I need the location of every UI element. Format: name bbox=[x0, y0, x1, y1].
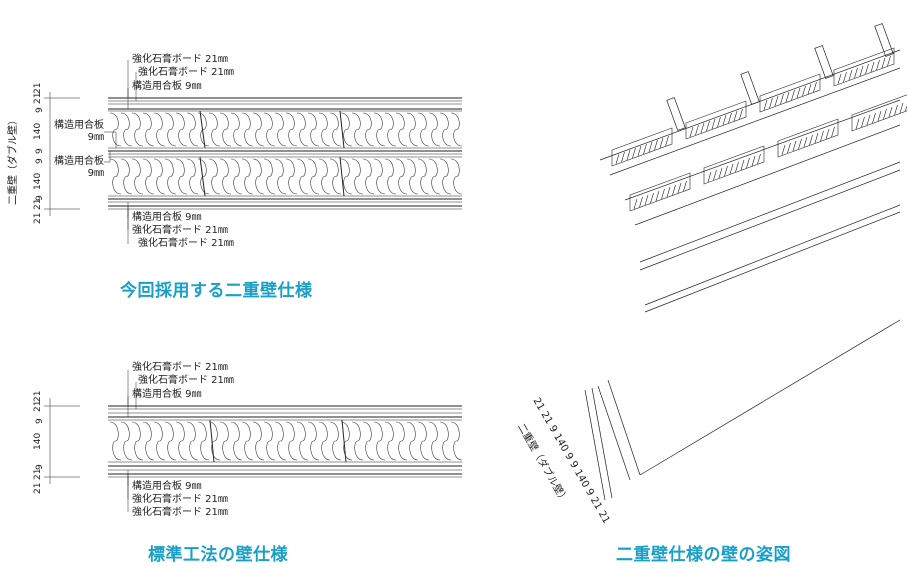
mid-callout-1-line1: 構造用合板 bbox=[54, 120, 104, 131]
dim-label: 21 bbox=[33, 198, 43, 210]
top-callout-2: 強化石膏ボード 21㎜ bbox=[138, 67, 234, 78]
dim-label: 21 bbox=[33, 92, 43, 104]
bottom-callout-2: 強化石膏ボード 21㎜ bbox=[132, 225, 228, 236]
dim-label: 140 bbox=[33, 122, 43, 140]
std-top-callout-2: 強化石膏ボード 21㎜ bbox=[138, 375, 234, 386]
dim-label: 9 bbox=[35, 148, 45, 154]
dim-label: 21 bbox=[33, 390, 43, 402]
std-bottom-callout-2: 強化石膏ボード 21㎜ bbox=[132, 494, 228, 505]
std-top-callout-1: 強化石膏ボード 21㎜ bbox=[132, 362, 228, 373]
isometric-wall-view bbox=[584, 23, 907, 501]
dim-label: 140 bbox=[33, 172, 43, 190]
iso-caption: 二重壁仕様の壁の姿図 bbox=[616, 545, 791, 565]
double-wall-caption: 今回採用する二重壁仕様 bbox=[120, 281, 313, 301]
dim-label: 21 bbox=[33, 212, 43, 224]
dim-label: 9 bbox=[35, 107, 45, 113]
std-bottom-callout-1: 構造用合板 9㎜ bbox=[132, 481, 202, 492]
mid-callout-2-line1: 構造用合板 bbox=[54, 156, 104, 167]
top-callout-3: 構造用合板 9㎜ bbox=[132, 81, 202, 92]
std-top-callout-3: 構造用合板 9㎜ bbox=[132, 389, 202, 400]
bottom-callout-1: 構造用合板 9㎜ bbox=[132, 212, 202, 223]
std-bottom-callout-3: 強化石膏ボード 21㎜ bbox=[132, 507, 228, 518]
dim-label: 21 bbox=[33, 468, 43, 480]
double-wall-vertical-title: 二重壁（ダブル壁） bbox=[8, 115, 19, 205]
standard-wall-section bbox=[44, 370, 463, 512]
top-callout-1: 強化石膏ボード 21㎜ bbox=[132, 54, 228, 65]
mid-callout-2-line2: 9㎜ bbox=[87, 168, 104, 179]
dim-label: 9 bbox=[35, 158, 45, 164]
dim-label: 140 bbox=[33, 432, 43, 450]
dim-label: 9 bbox=[35, 418, 45, 424]
dim-label: 21 bbox=[33, 400, 43, 412]
double-wall-section bbox=[44, 60, 463, 244]
mid-callout-1-line2: 9㎜ bbox=[87, 132, 104, 143]
bottom-callout-3: 強化石膏ボード 21㎜ bbox=[138, 238, 234, 249]
standard-wall-caption: 標準工法の壁仕様 bbox=[148, 545, 288, 565]
dim-label: 21 bbox=[33, 482, 43, 494]
dim-label: 21 bbox=[33, 82, 43, 94]
